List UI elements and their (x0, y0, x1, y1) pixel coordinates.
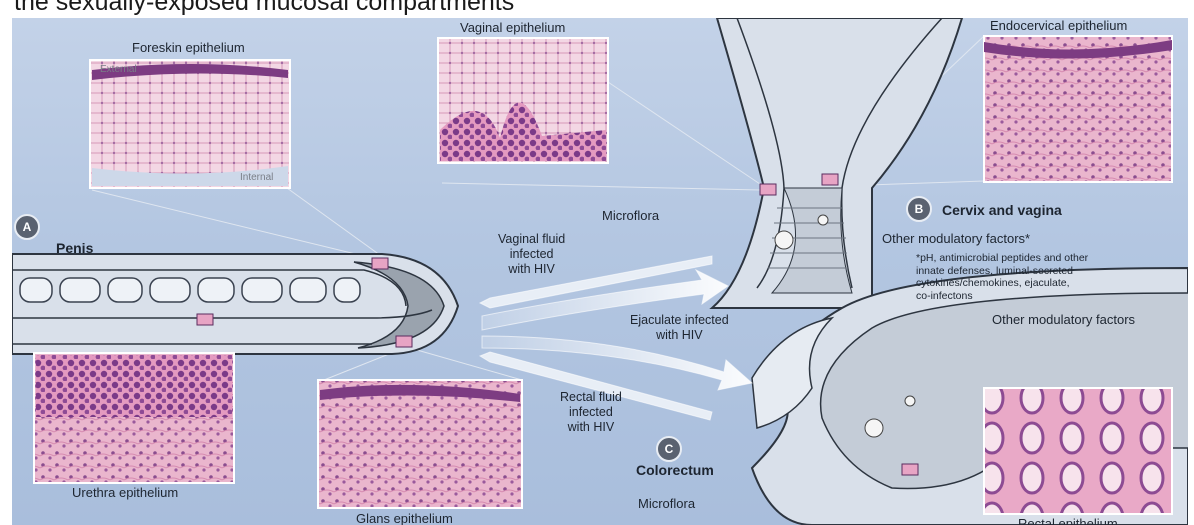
section-a-badge: A (14, 214, 40, 240)
section-b-badge: B (906, 196, 932, 222)
rectal-fluid-label: Rectal fluid infected with HIV (560, 390, 622, 435)
other-factors-rectum-label: Other modulatory factors (992, 312, 1135, 327)
urethra-epithelium-label: Urethra epithelium (72, 485, 178, 500)
microflora-rectum-label: Microflora (638, 496, 695, 511)
external-label: External (100, 64, 137, 75)
mucosal-compartments-diagram: Foreskin epithelium External Internal Va… (12, 18, 1188, 525)
vaginal-epithelium-label: Vaginal epithelium (460, 20, 565, 35)
vaginal-fluid-label: Vaginal fluid infected with HIV (498, 232, 565, 277)
cervix-vagina-heading: Cervix and vagina (942, 202, 1062, 218)
endocervical-epithelium-label: Endocervical epithelium (990, 18, 1127, 33)
microflora-cervix-label: Microflora (602, 208, 659, 223)
colorectum-heading: Colorectum (636, 462, 714, 478)
penis-heading: Penis (56, 240, 93, 256)
internal-label: Internal (240, 172, 273, 183)
penis-schematic (12, 254, 458, 354)
glans-epithelium-label: Glans epithelium (356, 511, 453, 525)
figure-caption: the sexually-exposed mucosal compartment… (14, 0, 514, 17)
modulatory-footnote: *pH, antimicrobial peptides and other in… (916, 252, 1088, 302)
section-c-badge: C (656, 436, 682, 462)
other-factors-cervix-label: Other modulatory factors* (882, 231, 1030, 246)
ejaculate-label: Ejaculate infected with HIV (630, 313, 729, 343)
foreskin-epithelium-label: Foreskin epithelium (132, 40, 245, 55)
rectal-epithelium-label: Rectal epithelium (1018, 516, 1118, 525)
